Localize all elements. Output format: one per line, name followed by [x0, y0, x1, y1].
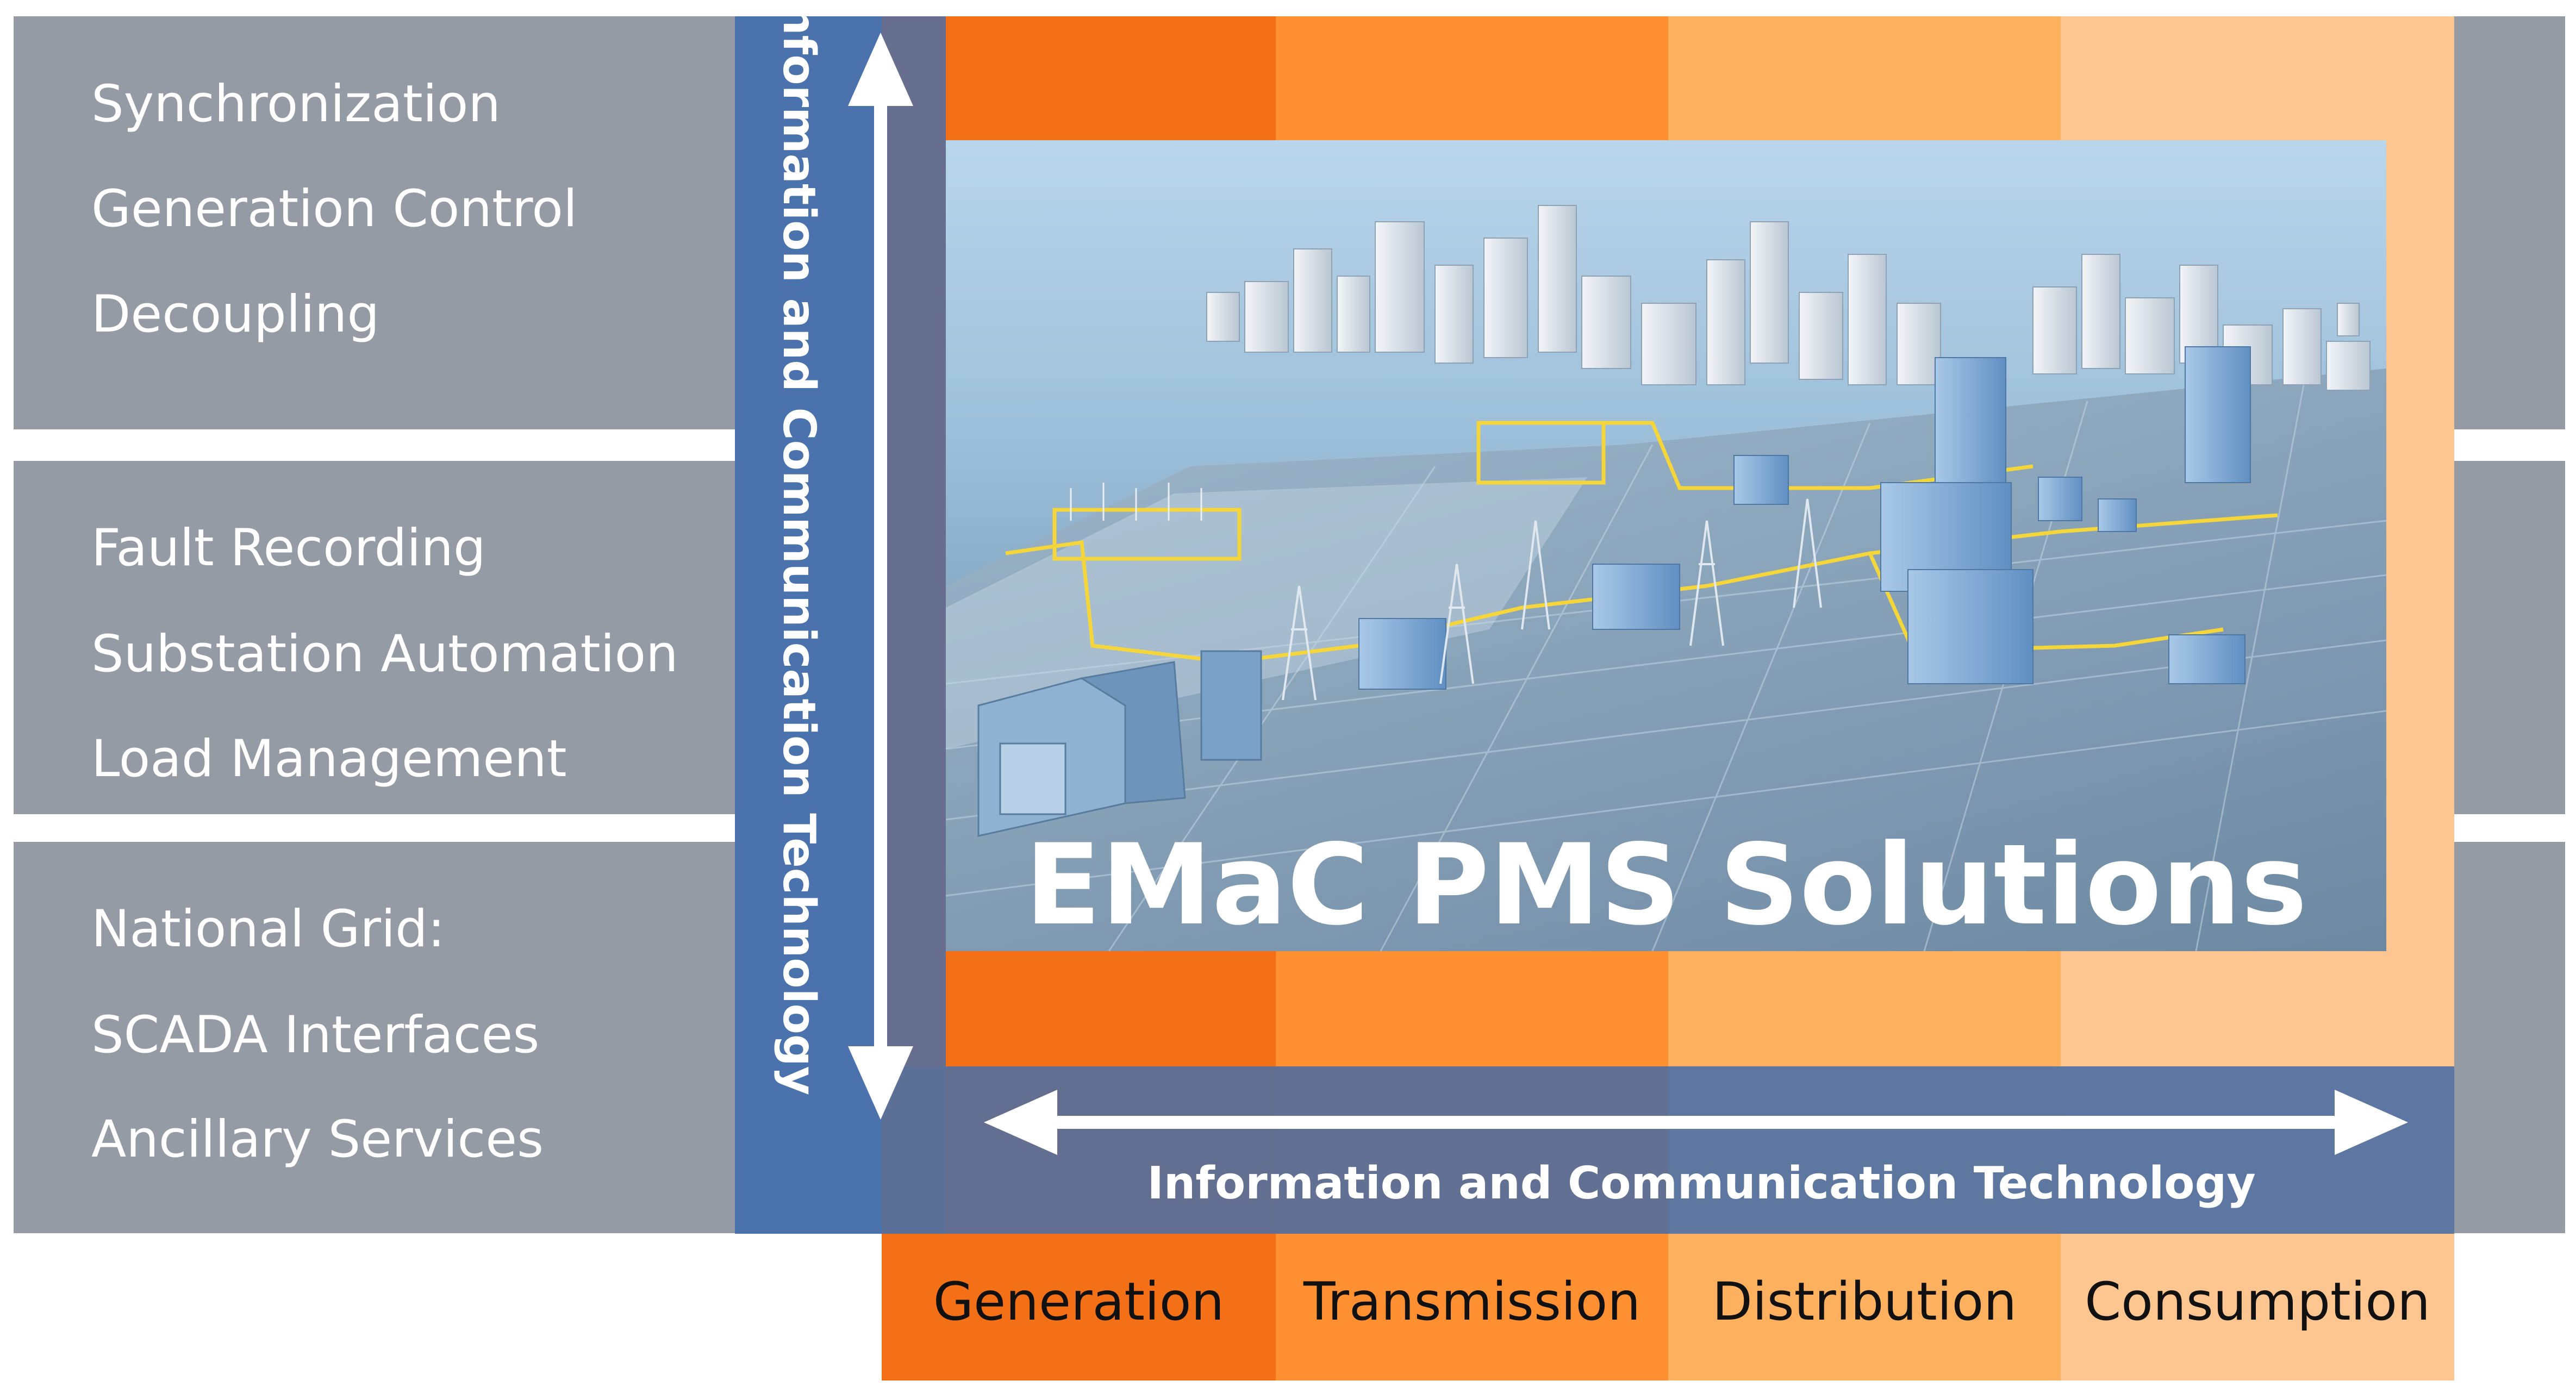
- band-right-middle: [2454, 461, 2565, 814]
- function-fault-recording: Fault Recording: [91, 519, 486, 578]
- label-distribution: Distribution: [1712, 1271, 2017, 1332]
- function-decoupling: Decoupling: [91, 285, 380, 344]
- label-transmission: Transmission: [1303, 1271, 1641, 1332]
- vertical-double-arrow: [848, 33, 913, 1120]
- ict-vertical-bar: [735, 16, 882, 1234]
- band-substation-functions: [14, 461, 742, 814]
- function-ancillary-services: Ancillary Services: [91, 1110, 544, 1169]
- smart-grid-city-illustration: [946, 140, 2386, 951]
- band-grid-functions: [14, 842, 742, 1233]
- ict-vertical-label-wrap: Information and Communication Technology: [737, 0, 862, 1095]
- function-synchronization: Synchronization: [91, 74, 501, 134]
- label-generation: Generation: [933, 1271, 1225, 1332]
- horizontal-double-arrow: [984, 1090, 2408, 1155]
- band-right-top: [2454, 16, 2565, 429]
- diagram-title: EMaC PMS Solutions: [1025, 821, 2307, 950]
- label-consumption: Consumption: [2085, 1271, 2430, 1332]
- function-load-management: Load Management: [91, 729, 567, 789]
- function-substation-automation: Substation Automation: [91, 624, 678, 684]
- ict-horizontal-label: Information and Communication Technology: [1147, 1158, 2256, 1209]
- ict-vertical-label: Information and Communication Technology: [773, 0, 825, 1095]
- band-right-bottom: [2454, 842, 2565, 1233]
- band-generation-functions: [14, 16, 742, 429]
- ict-vertical-bar-edge: [882, 16, 946, 1234]
- function-scada-interfaces: SCADA Interfaces: [91, 1005, 540, 1065]
- function-generation-control: Generation Control: [91, 179, 578, 239]
- function-national-grid: National Grid:: [91, 899, 445, 959]
- ict-horizontal-bar-tint: [1668, 1066, 2454, 1234]
